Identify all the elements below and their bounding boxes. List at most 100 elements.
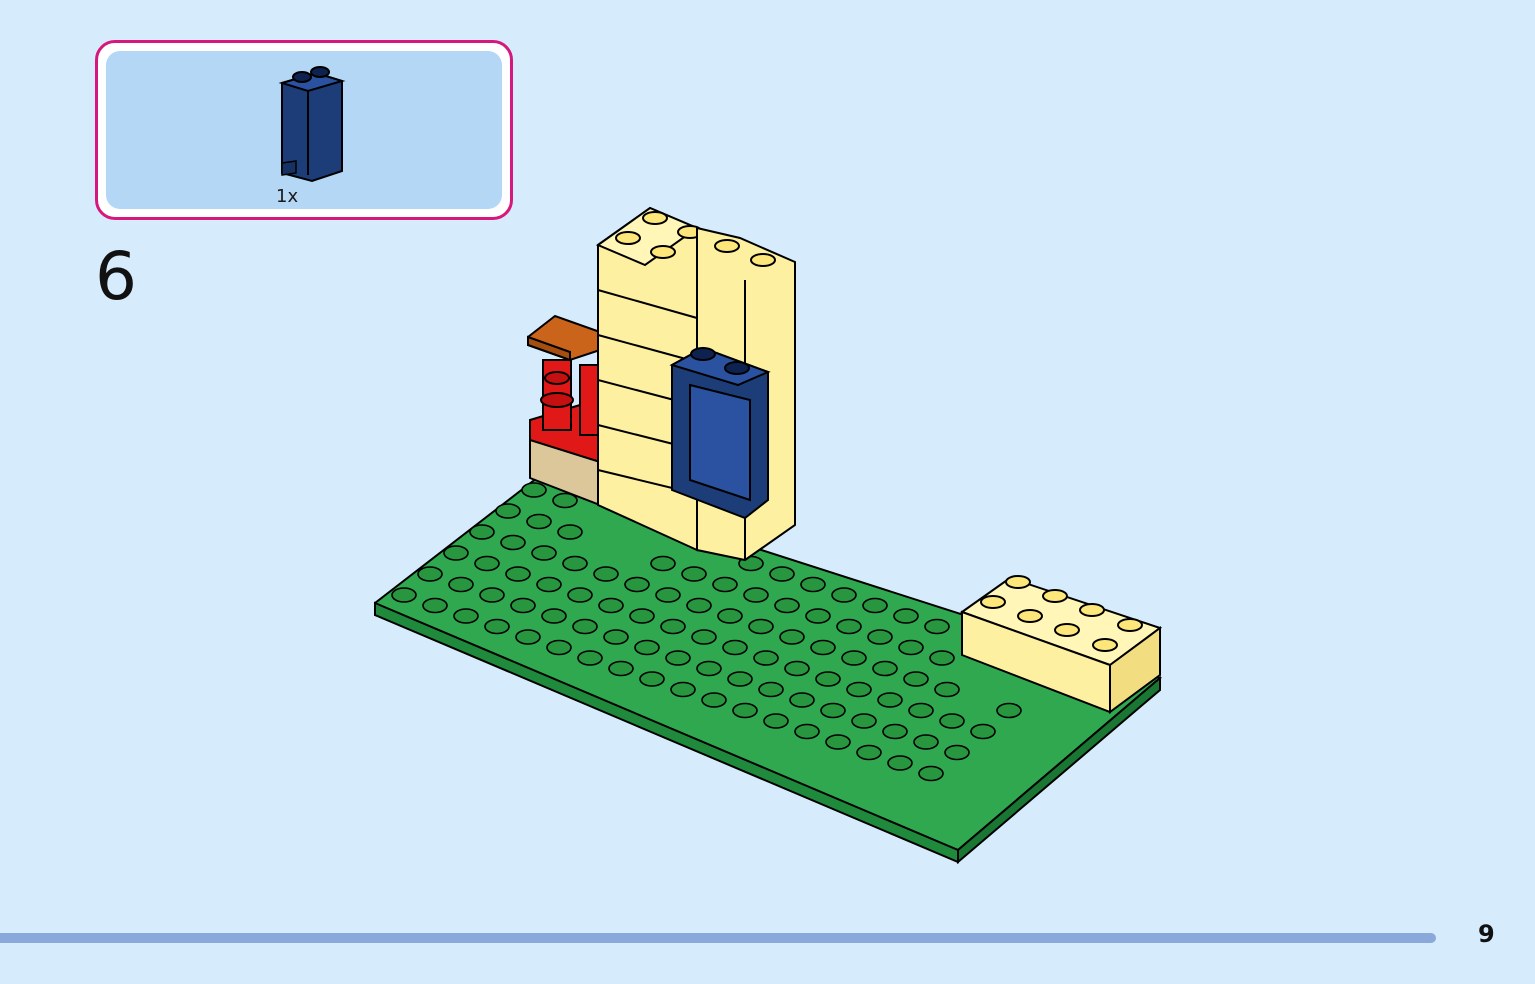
baseplate-stud xyxy=(887,755,913,771)
baseplate-stud xyxy=(722,639,748,656)
baseplate-stud xyxy=(908,702,934,719)
baseplate-stud xyxy=(758,681,784,698)
baseplate-stud xyxy=(944,744,970,761)
baseplate-stud xyxy=(531,545,557,561)
baseplate-stud xyxy=(443,545,469,561)
baseplate xyxy=(374,476,1163,865)
baseplate-stud xyxy=(655,587,681,603)
baseplate-stud xyxy=(603,629,629,645)
baseplate-stud xyxy=(789,692,815,708)
red-railing xyxy=(529,359,603,464)
parts-callout: 1x xyxy=(95,40,513,220)
baseplate-stud xyxy=(448,576,474,593)
baseplate-stud xyxy=(536,576,562,593)
baseplate-stud xyxy=(593,566,619,582)
baseplate-stud xyxy=(784,660,810,677)
baseplate-stud xyxy=(572,618,598,635)
baseplate-stud xyxy=(567,587,593,603)
baseplate-stud xyxy=(515,629,541,645)
baseplate-stud xyxy=(629,608,655,624)
baseplate-stud xyxy=(763,713,789,729)
baseplate-stud xyxy=(815,671,841,687)
baseplate-stud xyxy=(691,629,717,645)
baseplate-stud xyxy=(505,566,531,582)
part-quantity: 1x xyxy=(276,186,299,207)
baseplate-stud xyxy=(831,587,857,603)
baseplate-stud xyxy=(841,650,867,666)
baseplate-stud xyxy=(474,555,500,572)
baseplate-stud xyxy=(650,555,676,572)
baseplate-stud xyxy=(417,566,443,582)
page-number: 9 xyxy=(1478,920,1495,948)
baseplate-stud xyxy=(469,524,495,540)
baseplate-stud xyxy=(893,608,919,624)
baseplate-stud xyxy=(639,671,665,687)
blue-panel-brick xyxy=(669,346,771,520)
baseplate-stud xyxy=(712,576,738,593)
baseplate-stud xyxy=(634,639,660,656)
baseplate-stud xyxy=(820,702,846,719)
baseplate-stud xyxy=(660,618,686,635)
baseplate-stud xyxy=(918,765,944,782)
baseplate-stud xyxy=(882,723,908,740)
baseplate-stud xyxy=(670,681,696,698)
baseplate-stud xyxy=(862,597,888,614)
baseplate-stud xyxy=(779,629,805,645)
baseplate-stud xyxy=(624,576,650,593)
baseplate-stud xyxy=(846,681,872,698)
baseplate-stud xyxy=(851,713,877,729)
baseplate-stud xyxy=(665,650,691,666)
baseplate-stud xyxy=(872,660,898,677)
baseplate-stud xyxy=(732,702,758,719)
baseplate-stud xyxy=(805,608,831,624)
baseplate-stud xyxy=(867,629,893,645)
baseplate-stud xyxy=(727,671,753,687)
baseplate-stud xyxy=(500,534,526,551)
baseplate-stud xyxy=(701,692,727,708)
baseplate-stud xyxy=(800,576,826,593)
baseplate-stud xyxy=(743,587,769,603)
baseplate-studs xyxy=(391,482,1022,782)
baseplate-stud xyxy=(495,503,521,519)
baseplate-stud xyxy=(934,681,960,698)
baseplate-stud xyxy=(836,618,862,635)
baseplate-stud xyxy=(521,482,547,498)
baseplate-stud xyxy=(898,639,924,656)
baseplate-stud xyxy=(856,744,882,761)
baseplate-stud xyxy=(391,587,417,603)
baseplate-stud xyxy=(877,692,903,708)
yellow-brick-2x4 xyxy=(959,575,1163,714)
baseplate-stud xyxy=(562,555,588,572)
parts-callout-inner: 1x xyxy=(106,51,502,209)
baseplate-stud xyxy=(939,713,965,729)
baseplate-stud xyxy=(996,702,1022,719)
baseplate-stud xyxy=(681,566,707,582)
baseplate-stud xyxy=(717,608,743,624)
baseplate-stud xyxy=(970,723,996,740)
baseplate-stud xyxy=(794,723,820,740)
baseplate-stud xyxy=(526,513,552,530)
baseplate-stud xyxy=(577,650,603,666)
baseplate-stud xyxy=(825,734,851,750)
baseplate-stud xyxy=(753,650,779,666)
baseplate-stud xyxy=(552,492,578,509)
baseplate-stud xyxy=(913,734,939,750)
baseplate-stud xyxy=(769,566,795,582)
baseplate-stud xyxy=(546,639,572,656)
step-number: 6 xyxy=(95,238,137,315)
baseplate-stud xyxy=(453,608,479,624)
baseplate-stud xyxy=(774,597,800,614)
baseplate-stud xyxy=(903,671,929,687)
baseplate-stud xyxy=(696,660,722,677)
orange-tile xyxy=(527,314,601,362)
baseplate-stud xyxy=(510,597,536,614)
baseplate-stud xyxy=(924,618,950,635)
baseplate-stud xyxy=(748,618,774,635)
baseplate-stud xyxy=(484,618,510,635)
build-model-illustration xyxy=(374,206,1163,865)
baseplate-stud xyxy=(541,608,567,624)
baseplate-stud xyxy=(810,639,836,656)
baseplate-stud xyxy=(686,597,712,614)
page-progress-bar xyxy=(0,933,1436,943)
blue-panel-brick-icon xyxy=(278,66,346,183)
